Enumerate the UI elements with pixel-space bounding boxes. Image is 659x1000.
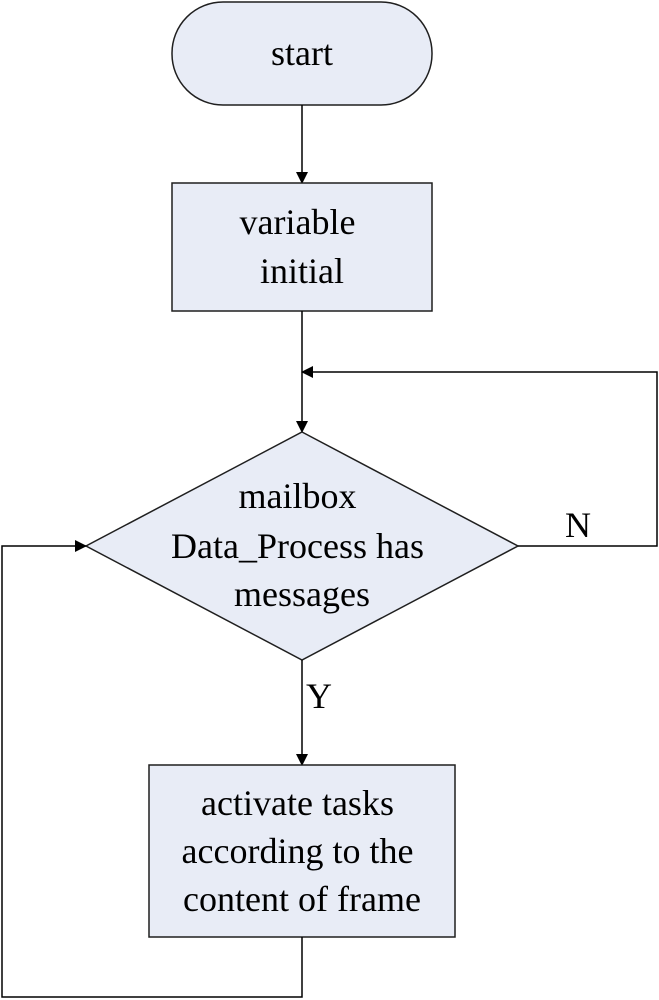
edge-return-loop [1,540,303,998]
decision-line-3: messages [234,574,370,614]
variable-initial-box [171,182,433,312]
decision-line-2: Data_Process has [171,526,424,566]
activate-line-3: content of frame [183,879,421,919]
yes-label: Y [306,676,332,716]
variable-initial-text: variable initial [240,202,365,291]
decision-text: mailbox Data_Process has messages [171,476,433,614]
edge-no-loop [301,366,658,547]
activate-line-2: according to the [182,831,414,871]
start-label: start [271,33,333,73]
activate-tasks-box [148,764,456,938]
variable-initial-line-1: variable [240,202,356,242]
activate-line-1: activate tasks [201,783,394,823]
no-label: N [565,505,591,545]
variable-initial-line-2: initial [260,251,344,291]
decision-line-1: mailbox [239,476,357,516]
activate-tasks-text: activate tasks according to the content … [182,783,423,919]
